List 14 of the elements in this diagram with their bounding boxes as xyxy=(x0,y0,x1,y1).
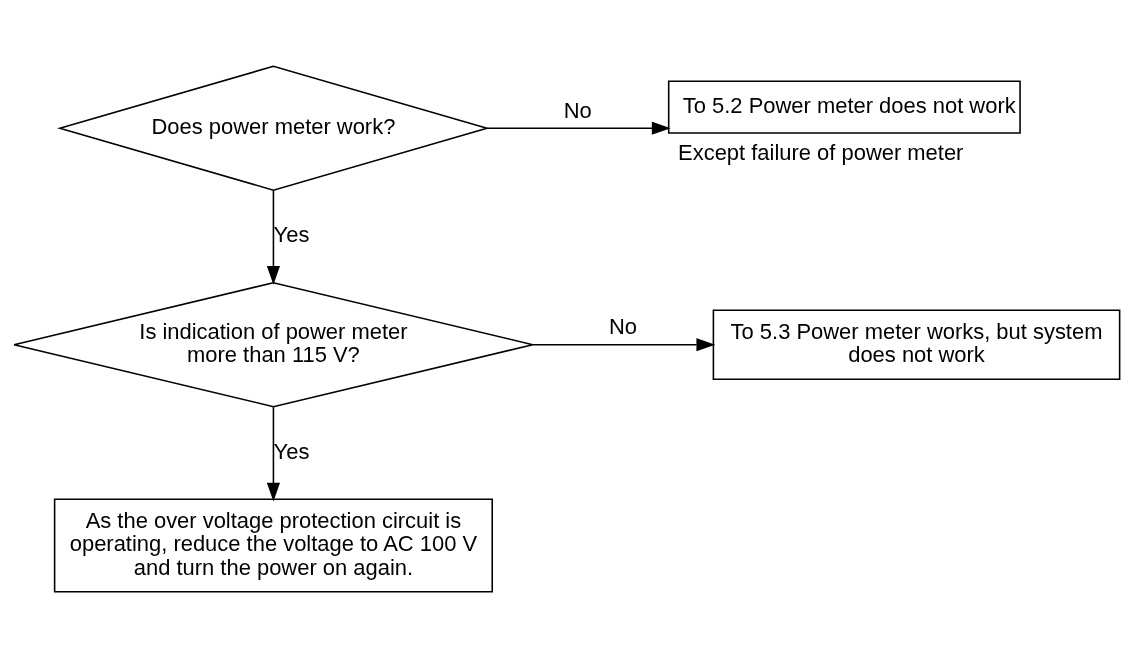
node-box: As the over voltage protection circuit is operating, reduce the voltage to AC 100 V and turn the power on again. xyxy=(53,498,494,593)
arrow xyxy=(266,406,281,502)
node-label: Except failure of power meter xyxy=(678,139,964,165)
arrow xyxy=(266,189,281,285)
edge-label: No xyxy=(608,314,637,340)
edge-label: Yes xyxy=(273,438,310,464)
edge-label: Yes xyxy=(273,222,310,248)
edge-label: No xyxy=(563,97,592,123)
arrow xyxy=(486,121,671,135)
node-diamond: Is indication of power meter more than 115 V? xyxy=(13,281,534,408)
arrow xyxy=(531,338,716,352)
node-box: To 5.3 Power meter works, but system does not work xyxy=(712,309,1121,380)
node-box: To 5.2 Power meter does not work xyxy=(667,80,1021,134)
node-diamond: Does power meter work? xyxy=(57,65,490,191)
